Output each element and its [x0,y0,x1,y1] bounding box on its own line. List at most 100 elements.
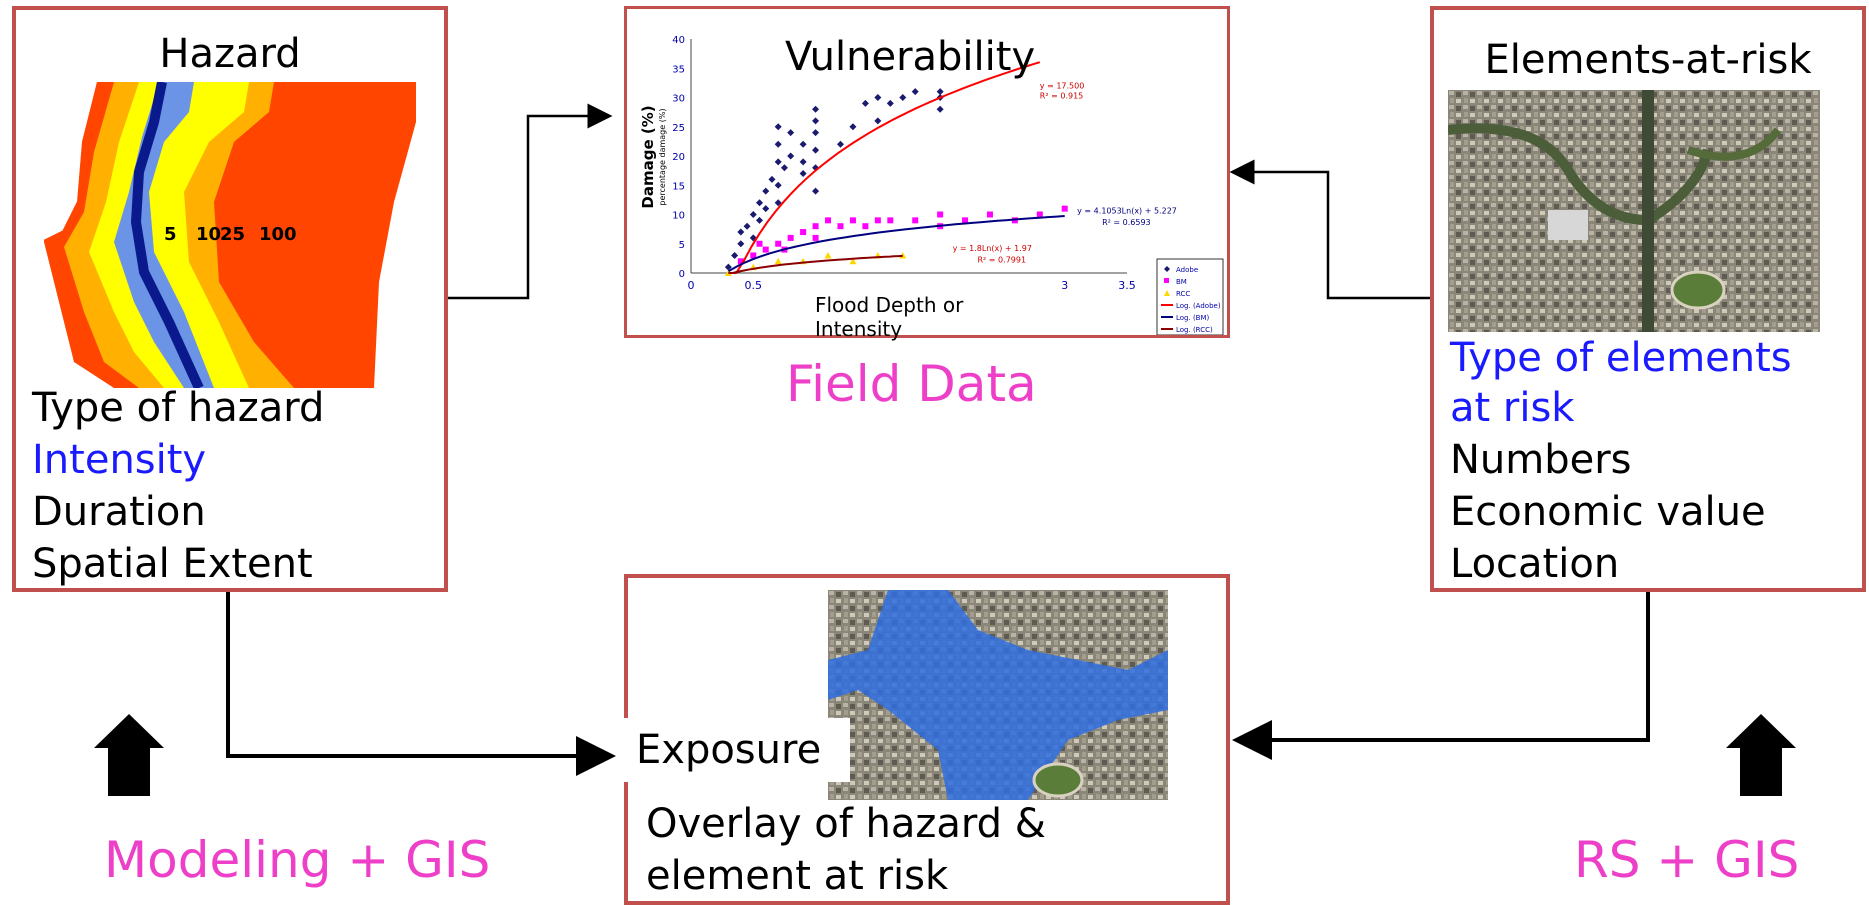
data-point-bm [800,229,807,236]
map-label-25: 25 [220,224,245,245]
data-point-bm [837,223,844,230]
map-label-100: 100 [259,224,297,245]
data-point-adobe [812,117,820,125]
hazard-line-duration: Duration [32,489,206,535]
data-point-adobe [936,88,944,96]
hazard-title: Hazard [159,31,301,77]
data-point-bm [849,217,856,224]
data-point-bm [812,234,819,241]
data-point-adobe [849,123,857,131]
elements-line-location: Location [1450,541,1620,587]
legend-label: Log. (RCC) [1176,326,1213,334]
hazard-line-intensity: Intensity [32,437,207,483]
fit-curve-2 [728,254,903,274]
exposure-line1: Overlay of hazard & [646,801,1046,847]
y-tick-label: 40 [672,35,685,46]
legend-label: Adobe [1176,266,1198,274]
legend-marker [1164,290,1170,296]
map-label-5: 5 [164,224,177,245]
legend-label: BM [1176,278,1187,286]
data-point-adobe [774,181,782,189]
fit-curve-0 [728,61,1041,274]
up-arrow-left [94,714,164,796]
data-point-bm [812,223,819,230]
data-point-adobe [874,94,882,101]
data-point-adobe [743,222,751,230]
data-point-adobe [774,140,782,148]
data-point-adobe [899,94,907,101]
exposure-box: Exposure Overlay of hazard & element at … [622,574,1230,905]
data-point-bm [825,217,832,224]
exposure-line2: element at risk [646,853,949,899]
data-point-adobe [756,199,764,207]
xlabel-line2: Intensity [815,317,903,341]
data-point-adobe [737,240,745,248]
exposure-title: Exposure [636,727,822,773]
fit-r2: R² = 0.915 [1040,92,1083,101]
fit-equation: y = 1.8Ln(x) + 1.97 [953,244,1032,253]
y-tick-label: 10 [672,211,685,222]
data-point-bm [1061,205,1068,212]
elements-line-type: Type of elements [1450,335,1792,381]
data-point-adobe [812,146,820,154]
data-point-adobe [774,123,782,131]
data-point-bm [750,252,757,259]
hazard-map: 5 10 25 100 [44,82,416,388]
data-point-adobe [787,152,795,160]
data-point-bm [756,240,763,247]
x-tick-label: 3 [1061,279,1068,292]
legend-box [1156,258,1224,335]
fit-r2: R² = 0.6593 [1102,218,1151,227]
fit-r2: R² = 0.7991 [978,255,1027,264]
data-point-bm [862,223,869,230]
field-data-label: Field Data [786,355,1037,413]
fit-equation: y = 4.1053Ln(x) + 5.227 [1077,206,1177,215]
up-arrow-right [1726,714,1796,796]
data-point-adobe [774,158,782,166]
data-point-adobe [799,158,807,166]
data-point-adobe [836,140,844,148]
elements-box: Elements-at-risk Type of elements at ris… [1430,6,1866,592]
data-point-adobe [774,199,782,207]
data-point-adobe [780,164,788,172]
data-point-adobe [812,105,820,113]
data-point-adobe [936,105,944,113]
y-tick-label: 30 [672,94,685,105]
fit-equation: y = 17.500 [1040,82,1085,91]
data-point-bm [962,217,969,224]
arrow-hazard-to-exposure [226,592,616,776]
y-axis-label: Damage (%) [639,105,657,208]
elements-line-economic: Economic value [1450,489,1766,535]
legend-marker [1164,278,1169,283]
data-point-bm [737,258,744,265]
hazard-box: Hazard 5 10 25 100 Type of hazard Intens… [12,6,448,592]
data-point-bm [937,211,944,218]
legend-label: RCC [1176,290,1190,298]
y-tick-label: 25 [672,123,685,134]
data-point-adobe [762,205,770,213]
y-tick-label: 15 [672,181,685,192]
arrow-hazard-to-vulnerability [448,103,613,300]
data-point-adobe [874,117,882,125]
x-tick-label: 0.5 [745,279,763,292]
y-tick-label: 20 [672,152,685,163]
y-tick-label: 0 [679,269,685,280]
hazard-line-extent: Spatial Extent [32,541,313,587]
data-point-adobe [731,251,739,259]
arrow-elements-to-exposure [1232,592,1650,760]
data-point-adobe [799,170,807,178]
data-point-adobe [737,228,745,236]
data-point-adobe [812,187,820,195]
data-point-bm [775,240,782,247]
modeling-gis-label: Modeling + GIS [104,831,491,889]
elements-line-atrisk: at risk [1450,385,1575,431]
x-tick-label: 0 [688,279,695,292]
data-point-adobe [812,129,820,137]
data-point-bm [874,217,881,224]
exposure-title-bg [622,718,850,782]
xlabel-line1: Flood Depth or [815,293,964,317]
hazard-line-type: Type of hazard [32,385,325,431]
exposure-map [828,590,1168,800]
vulnerability-title: Vulnerability [785,34,1036,80]
legend-label: Log. (BM) [1176,314,1210,322]
